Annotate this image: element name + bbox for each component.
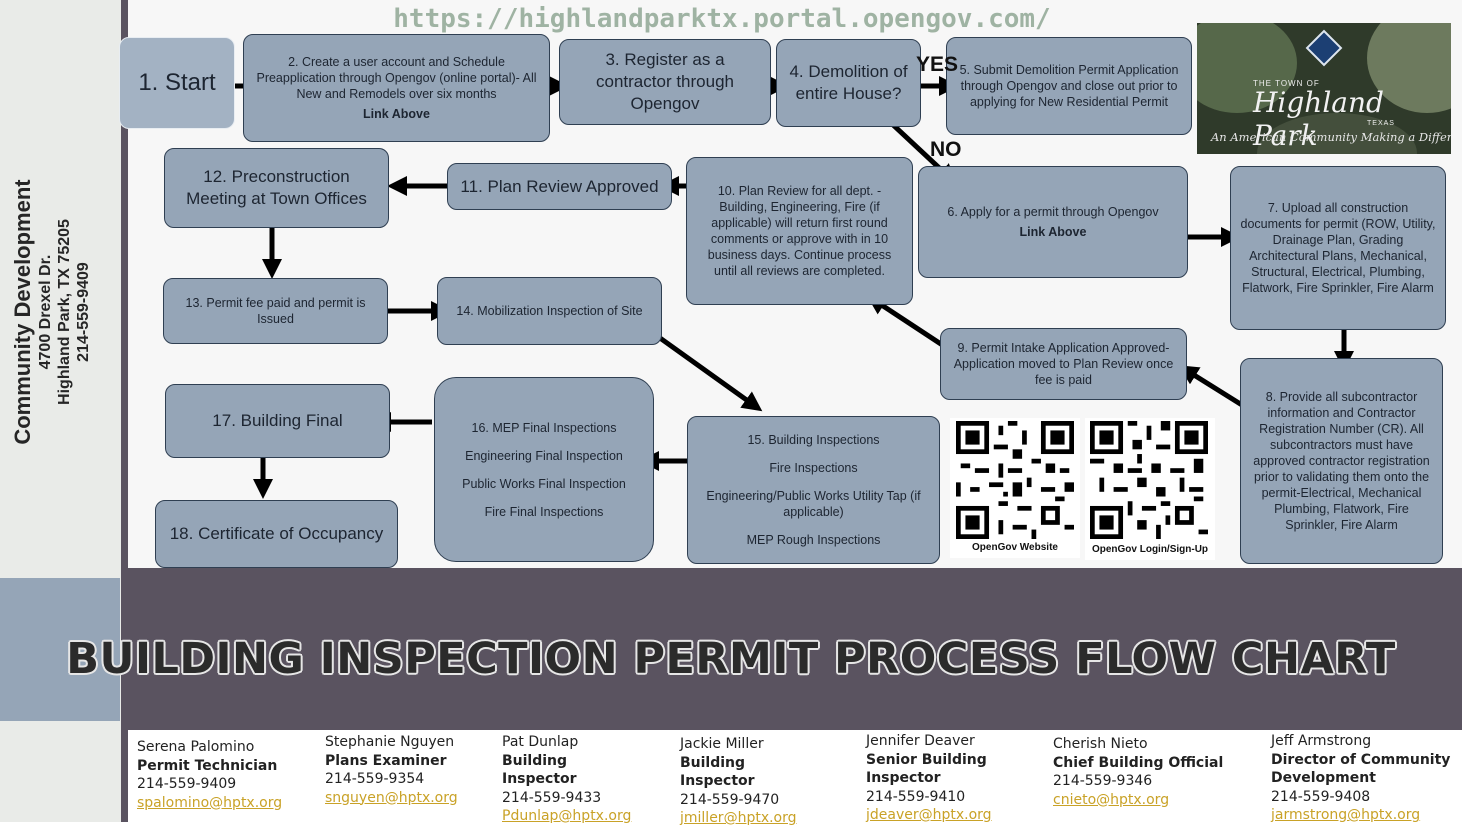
contact-email[interactable]: snguyen@hptx.org <box>325 789 458 806</box>
contacts-footer: Serena Palomino Permit Technician 214-55… <box>0 730 1462 826</box>
contact-card: Pat Dunlap Building Inspector 214-559-94… <box>502 733 652 826</box>
step-4-demolition-question: 4. Demolition of entire House? <box>776 39 921 127</box>
town-emblem-icon <box>1305 29 1343 67</box>
step-18-certificate-occupancy: 18. Certificate of Occupancy <box>155 500 398 568</box>
qr-code-website[interactable]: OpenGov Website <box>950 418 1080 558</box>
step-17-building-final: 17. Building Final <box>165 384 390 458</box>
qr-website-icon <box>956 421 1074 539</box>
contact-phone: 214-559-9433 <box>502 789 602 806</box>
logo-pre: THE TOWN OF <box>1253 79 1320 88</box>
step-5-demolition-permit: 5. Submit Demolition Permit Application … <box>946 37 1192 135</box>
department-address: 4700 Drexel Dr. <box>37 254 54 370</box>
contact-email[interactable]: spalomino@hptx.org <box>137 794 283 811</box>
contact-name: Pat Dunlap <box>502 734 579 750</box>
step-9-intake-approved: 9. Permit Intake Application Approved- A… <box>940 328 1187 400</box>
logo-state: TEXAS <box>1367 120 1395 127</box>
step-6-link[interactable]: Link Above <box>1019 225 1087 239</box>
step-15-building-inspections: 15. Building Inspections Fire Inspection… <box>687 416 940 564</box>
page-title: BUILDING INSPECTION PERMIT PROCESS FLOW … <box>66 634 1396 684</box>
step-16-final-inspections: 16. MEP Final Inspections Engineering Fi… <box>434 377 654 562</box>
step-11-plan-approved: 11. Plan Review Approved <box>447 163 672 210</box>
contact-phone: 214-559-9410 <box>866 788 966 805</box>
department-city: Highland Park, TX 75205 <box>56 219 73 405</box>
step-13-permit-issued: 13. Permit fee paid and permit is Issued <box>163 278 388 344</box>
contact-email[interactable]: jmiller@hptx.org <box>680 810 797 826</box>
contact-card: Jennifer Deaver Senior Building Inspecto… <box>866 732 1026 825</box>
contact-role: Director of Community Development <box>1271 751 1451 787</box>
contact-email[interactable]: jdeaver@hptx.org <box>866 807 992 823</box>
step-2-link[interactable]: Link Above <box>363 107 430 121</box>
department-name: Community Development <box>10 179 35 445</box>
step-10-plan-review: 10. Plan Review for all dept. - Building… <box>686 157 913 305</box>
logo-name: Highland Park <box>1253 86 1384 152</box>
qr-login-caption: OpenGov Login/Sign-Up <box>1091 544 1209 555</box>
contact-role: Senior Building Inspector <box>866 751 987 787</box>
contact-phone: 214-559-9346 <box>1053 773 1153 789</box>
qr-website-caption: OpenGov Website <box>972 542 1058 553</box>
contact-phone: 214-559-9409 <box>137 776 237 792</box>
department-sidebar: Community Development 4700 Drexel Dr. Hi… <box>10 32 110 592</box>
highland-park-logo: THE TOWN OF Highland Park TEXAS An Ameri… <box>1197 23 1451 154</box>
contact-phone: 214-559-9470 <box>680 791 780 808</box>
contact-email[interactable]: jarmstrong@hptx.org <box>1271 807 1421 823</box>
qr-login-icon <box>1090 421 1208 539</box>
department-phone: 214-559-9409 <box>75 262 92 362</box>
contact-name: Jeff Armstrong <box>1271 733 1372 749</box>
yes-label: YES <box>916 53 959 76</box>
step-7-upload-documents: 7. Upload all construction documents for… <box>1230 166 1446 330</box>
title-banner: BUILDING INSPECTION PERMIT PROCESS FLOW … <box>0 568 1462 730</box>
contact-name: Stephanie Nguyen <box>325 734 455 750</box>
portal-url[interactable]: https://highlandparktx.portal.opengov.co… <box>393 4 1051 34</box>
contact-name: Jackie Miller <box>680 736 764 752</box>
contact-phone: 214-559-9408 <box>1271 788 1371 805</box>
step-2-create-account: 2. Create a user account and Schedule Pr… <box>243 34 550 142</box>
contact-card: Cherish Nieto Chief Building Official 21… <box>1053 735 1243 809</box>
contact-card: Jackie Miller Building Inspector 214-559… <box>680 735 830 828</box>
contact-email[interactable]: cnieto@hptx.org <box>1053 791 1170 808</box>
left-strip <box>0 0 121 568</box>
contact-card: Stephanie Nguyen Plans Examiner 214-559-… <box>325 733 495 807</box>
step-1-start: 1. Start <box>119 37 235 129</box>
contact-name: Jennifer Deaver <box>866 733 975 749</box>
step-14-mobilization-inspection: 14. Mobilization Inspection of Site <box>437 277 662 345</box>
contact-card: Jeff Armstrong Director of Community Dev… <box>1271 732 1459 825</box>
step-6-apply-permit: 6. Apply for a permit through Opengov Li… <box>918 166 1188 278</box>
contact-role: Building Inspector <box>502 752 577 788</box>
logo-tagline: An American Community Making a Differenc… <box>1211 130 1451 144</box>
step-3-register-contractor: 3. Register as a contractor through Open… <box>559 39 771 125</box>
qr-code-login[interactable]: OpenGov Login/Sign-Up <box>1085 418 1215 560</box>
step-12-preconstruction-meeting: 12. Preconstruction Meeting at Town Offi… <box>164 148 389 228</box>
contact-role: Building Inspector <box>680 754 755 790</box>
step-8-subcontractor-info: 8. Provide all subcontractor information… <box>1240 358 1443 564</box>
no-label: NO <box>930 138 962 161</box>
contact-role: Plans Examiner <box>325 752 447 769</box>
contact-phone: 214-559-9354 <box>325 771 425 787</box>
contact-card: Serena Palomino Permit Technician 214-55… <box>137 738 317 812</box>
left-divider <box>121 0 128 568</box>
contact-name: Serena Palomino <box>137 739 255 755</box>
contact-role: Chief Building Official <box>1053 754 1224 771</box>
contact-email[interactable]: Pdunlap@hptx.org <box>502 808 632 824</box>
contact-name: Cherish Nieto <box>1053 736 1148 752</box>
contact-role: Permit Technician <box>137 757 278 774</box>
